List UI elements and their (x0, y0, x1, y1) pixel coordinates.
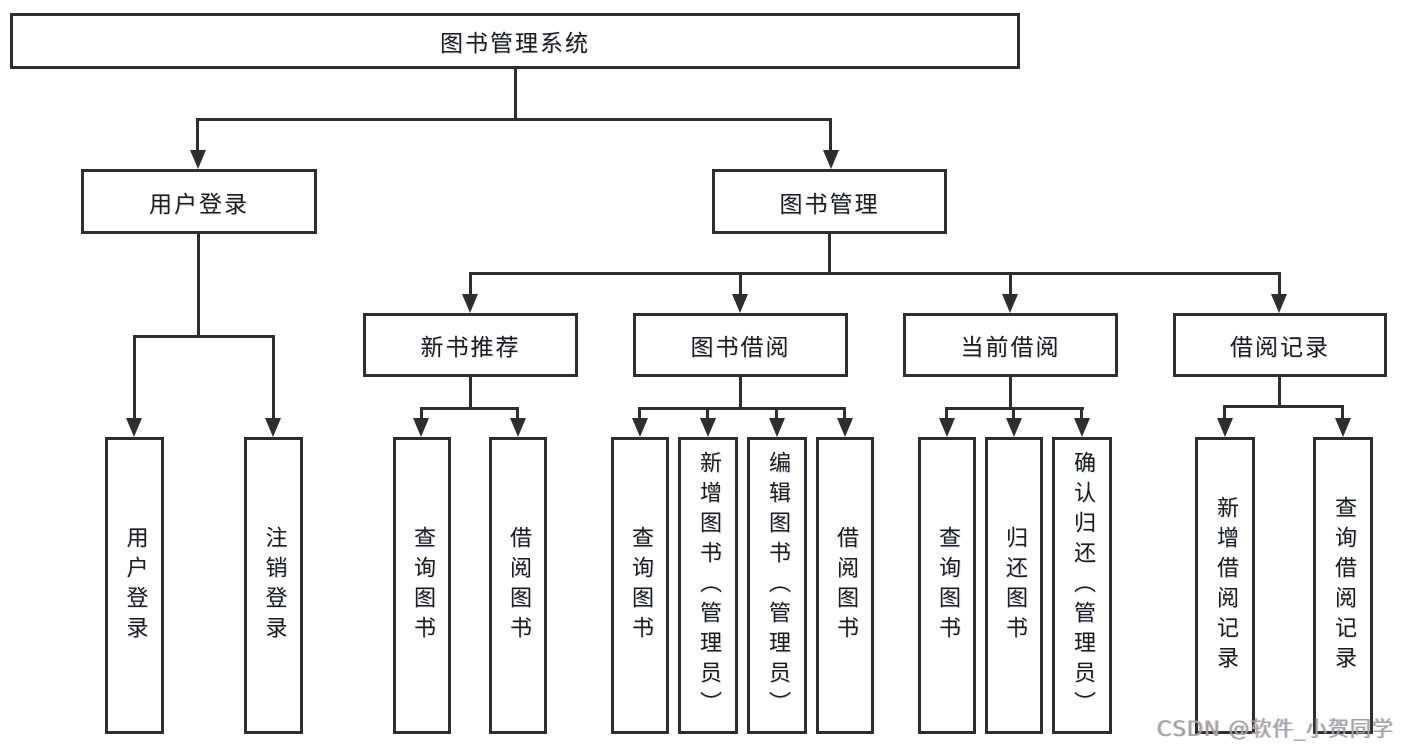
node-label: 编辑图书（管理员） (765, 450, 790, 721)
connector-line (843, 407, 846, 420)
node-label: 注销登录 (261, 525, 287, 646)
connector-line (1012, 407, 1015, 420)
node-label: 借阅图书 (833, 525, 858, 646)
connector-line (1223, 405, 1344, 408)
arrowhead-icon (1335, 418, 1351, 437)
connector-line (739, 272, 742, 296)
connector-line (638, 407, 846, 410)
leaf-edit-book-admin: 编辑图书（管理员） (747, 437, 807, 734)
connector-line (1278, 375, 1281, 407)
node-label: 借阅记录 (1230, 335, 1330, 361)
node-label: 当前借阅 (960, 335, 1061, 361)
connector-line (516, 407, 519, 420)
connector-line (1223, 405, 1226, 420)
node-label: 查询图书 (628, 525, 653, 646)
leaf-query-books-3: 查询图书 (918, 437, 976, 734)
node-book-borrow: 图书借阅 (633, 313, 848, 377)
connector-line (197, 232, 200, 338)
node-label: 新增图书（管理员） (696, 450, 721, 721)
connector-line (272, 335, 275, 420)
leaf-user-login: 用户登录 (105, 437, 164, 734)
node-current-borrow: 当前借阅 (903, 313, 1118, 377)
connector-line (828, 232, 831, 275)
connector-line (945, 407, 948, 420)
leaf-add-book-admin: 新增图书（管理员） (678, 437, 738, 734)
arrowhead-icon (190, 150, 206, 169)
leaf-return-books: 归还图书 (985, 437, 1043, 734)
node-library-system: 图书管理系统 (10, 13, 1020, 69)
node-book-management: 图书管理 (712, 169, 947, 234)
arrowhead-icon (413, 418, 429, 437)
connector-line (638, 407, 641, 420)
arrowhead-icon (265, 418, 281, 437)
leaf-borrow-books-2: 借阅图书 (816, 437, 874, 734)
leaf-confirm-return-admin: 确认归还（管理员） (1052, 437, 1112, 734)
connector-line (775, 407, 778, 420)
watermark: CSDN @软件_小贺同学 (1157, 717, 1395, 741)
arrowhead-icon (769, 418, 785, 437)
node-new-book-recommend: 新书推荐 (363, 313, 578, 377)
node-label: 图书管理系统 (440, 31, 590, 57)
node-label: 查询图书 (935, 525, 960, 646)
arrowhead-icon (823, 150, 839, 169)
leaf-query-books-1: 查询图书 (393, 437, 451, 734)
connector-line (706, 407, 709, 420)
node-label: 归还图书 (1002, 525, 1027, 646)
arrowhead-icon (126, 418, 142, 437)
connector-line (469, 272, 1281, 275)
leaf-logout-login: 注销登录 (244, 437, 303, 734)
connector-line (829, 118, 832, 152)
arrowhead-icon (632, 418, 648, 437)
arrowhead-icon (1217, 418, 1233, 437)
connector-line (469, 272, 472, 296)
node-label: 用户登录 (149, 191, 249, 218)
arrowhead-icon (1271, 294, 1287, 313)
leaf-query-books-2: 查询图书 (611, 437, 669, 734)
arrowhead-icon (700, 418, 716, 437)
connector-line (196, 118, 199, 152)
connector-line (1080, 407, 1083, 420)
arrowhead-icon (1006, 418, 1022, 437)
connector-line (133, 335, 136, 420)
node-label: 图书借阅 (690, 335, 791, 361)
arrowhead-icon (939, 418, 955, 437)
node-label: 查询图书 (410, 525, 435, 646)
connector-line (420, 407, 423, 420)
connector-line (514, 66, 517, 120)
node-label: 查询借阅记录 (1331, 495, 1356, 676)
leaf-borrow-books-1: 借阅图书 (489, 437, 547, 734)
node-label: 用户登录 (122, 525, 148, 646)
node-label: 借阅图书 (506, 525, 531, 646)
arrowhead-icon (462, 294, 478, 313)
node-label: 确认归还（管理员） (1070, 450, 1095, 721)
node-user-login: 用户登录 (81, 169, 317, 234)
connector-line (196, 118, 832, 121)
connector-line (1341, 405, 1344, 420)
leaf-add-borrow-record: 新增借阅记录 (1195, 437, 1255, 734)
node-borrow-records: 借阅记录 (1173, 313, 1387, 377)
arrowhead-icon (837, 418, 853, 437)
connector-line (420, 407, 519, 410)
arrowhead-icon (732, 294, 748, 313)
leaf-query-borrow-record: 查询借阅记录 (1313, 437, 1373, 734)
arrowhead-icon (1002, 294, 1018, 313)
node-label: 新书推荐 (420, 335, 521, 361)
connector-line (1009, 375, 1012, 409)
arrowhead-icon (510, 418, 526, 437)
connector-line (739, 375, 742, 409)
connector-line (1009, 272, 1012, 296)
node-label: 新增借阅记录 (1213, 495, 1238, 676)
arrowhead-icon (1074, 418, 1090, 437)
connector-line (133, 335, 275, 338)
connector-line (469, 375, 472, 409)
node-label: 图书管理 (779, 191, 880, 218)
connector-line (1278, 272, 1281, 296)
